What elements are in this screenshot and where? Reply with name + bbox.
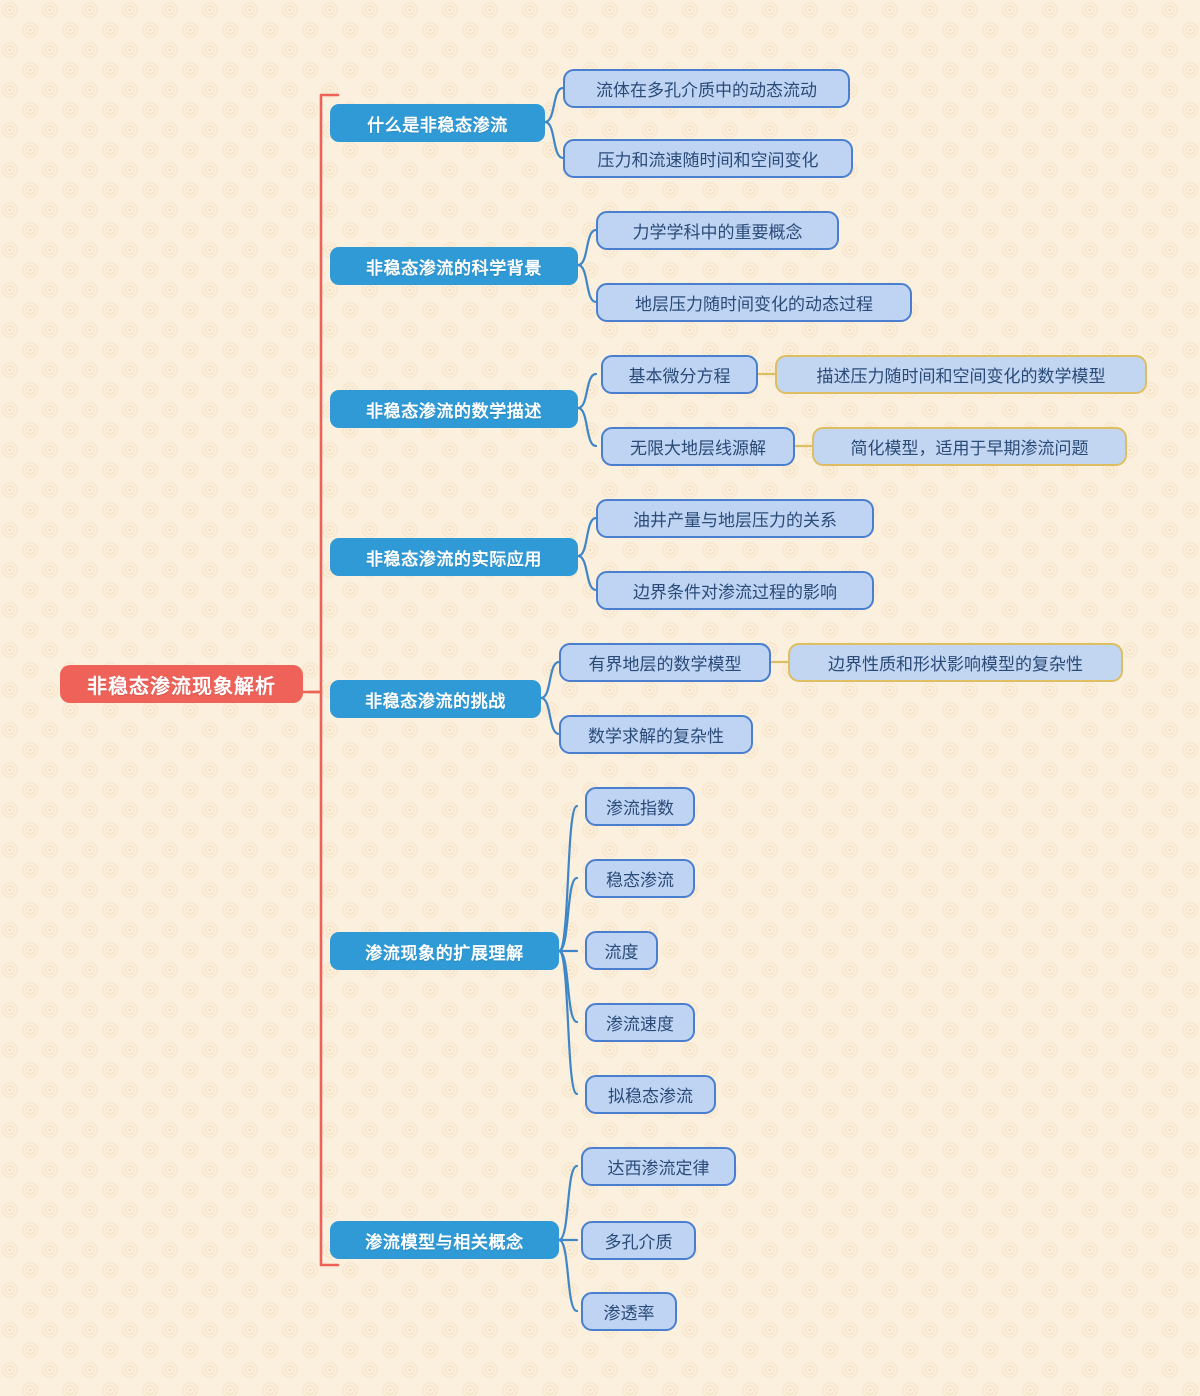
subnode-5-1-label: 有界地层的数学模型 (588, 655, 742, 674)
subsubnode-3-2-1-label: 简化模型，适用于早期渗流问题 (850, 439, 1089, 458)
subnode-6-1[interactable]: 渗流指数 (585, 787, 695, 826)
subnode-5-2[interactable]: 数学求解的复杂性 (559, 715, 753, 754)
branch-node-6-label: 渗流现象的扩展理解 (365, 943, 524, 963)
branch-node-2[interactable]: 非稳态渗流的科学背景 (330, 247, 578, 285)
branch-node-1-label: 什么是非稳态渗流 (367, 115, 508, 135)
subsubnode-3-1-1[interactable]: 描述压力随时间和空间变化的数学模型 (775, 355, 1147, 394)
subnode-7-1-label: 达西渗流定律 (607, 1159, 710, 1178)
subnode-6-2[interactable]: 稳态渗流 (585, 859, 695, 898)
subnode-6-3[interactable]: 流度 (585, 931, 658, 970)
branch-node-6[interactable]: 渗流现象的扩展理解 (330, 932, 559, 970)
subsubnode-5-1-1-label: 边界性质和形状影响模型的复杂性 (828, 655, 1083, 674)
subnode-5-2-label: 数学求解的复杂性 (588, 727, 724, 746)
subnode-7-3-label: 渗透率 (603, 1304, 655, 1323)
subnode-2-1-label: 力学学科中的重要概念 (632, 223, 803, 242)
subnode-6-5-label: 拟稳态渗流 (608, 1087, 693, 1106)
subnode-3-1[interactable]: 基本微分方程 (601, 355, 758, 394)
root-node-label: 非稳态渗流现象解析 (87, 675, 276, 698)
branch-node-4[interactable]: 非稳态渗流的实际应用 (330, 538, 578, 576)
subnode-6-2-label: 稳态渗流 (606, 871, 674, 890)
subnode-7-2[interactable]: 多孔介质 (581, 1221, 696, 1260)
subsubnode-5-1-1[interactable]: 边界性质和形状影响模型的复杂性 (788, 643, 1123, 682)
subnode-4-1[interactable]: 油井产量与地层压力的关系 (596, 499, 874, 538)
subnode-6-3-label: 流度 (604, 943, 639, 962)
subnode-6-4[interactable]: 渗流速度 (585, 1003, 695, 1042)
subnode-1-2[interactable]: 压力和流速随时间和空间变化 (563, 139, 853, 178)
branch-node-4-label: 非稳态渗流的实际应用 (366, 549, 542, 569)
subnode-2-1[interactable]: 力学学科中的重要概念 (596, 211, 839, 250)
subnode-2-2-label: 地层压力随时间变化的动态过程 (635, 295, 873, 314)
subnode-5-1[interactable]: 有界地层的数学模型 (559, 643, 771, 682)
branch-node-7[interactable]: 渗流模型与相关概念 (330, 1221, 559, 1259)
branch-node-3[interactable]: 非稳态渗流的数学描述 (330, 390, 578, 428)
subnode-4-2[interactable]: 边界条件对渗流过程的影响 (596, 571, 874, 610)
subnode-4-1-label: 油井产量与地层压力的关系 (633, 511, 837, 530)
subnode-2-2[interactable]: 地层压力随时间变化的动态过程 (596, 283, 912, 322)
subsubnode-3-1-1-label: 描述压力随时间和空间变化的数学模型 (816, 367, 1106, 386)
subnode-3-2[interactable]: 无限大地层线源解 (601, 427, 795, 466)
subnode-6-5[interactable]: 拟稳态渗流 (585, 1075, 716, 1114)
branch-node-5[interactable]: 非稳态渗流的挑战 (330, 680, 541, 718)
subnode-4-2-label: 边界条件对渗流过程的影响 (633, 583, 837, 602)
branch-node-1[interactable]: 什么是非稳态渗流 (330, 104, 545, 142)
subnode-1-1-label: 流体在多孔介质中的动态流动 (596, 81, 817, 100)
subnode-7-1[interactable]: 达西渗流定律 (581, 1147, 736, 1186)
subnode-7-3[interactable]: 渗透率 (581, 1292, 677, 1331)
subsubnode-3-2-1[interactable]: 简化模型，适用于早期渗流问题 (812, 427, 1127, 466)
branch-node-7-label: 渗流模型与相关概念 (365, 1232, 524, 1252)
branch-node-2-label: 非稳态渗流的科学背景 (366, 258, 542, 278)
subnode-6-1-label: 渗流指数 (606, 799, 674, 818)
branch-node-3-label: 非稳态渗流的数学描述 (366, 401, 542, 421)
subnode-3-2-label: 无限大地层线源解 (630, 439, 766, 458)
subnode-3-1-label: 基本微分方程 (628, 367, 731, 386)
subnode-1-2-label: 压力和流速随时间和空间变化 (597, 151, 819, 170)
branch-node-5-label: 非稳态渗流的挑战 (365, 691, 506, 711)
subnode-6-4-label: 渗流速度 (606, 1015, 674, 1034)
root-node[interactable]: 非稳态渗流现象解析 (60, 665, 303, 703)
subnode-7-2-label: 多孔介质 (604, 1233, 673, 1252)
subnode-1-1[interactable]: 流体在多孔介质中的动态流动 (563, 69, 850, 108)
